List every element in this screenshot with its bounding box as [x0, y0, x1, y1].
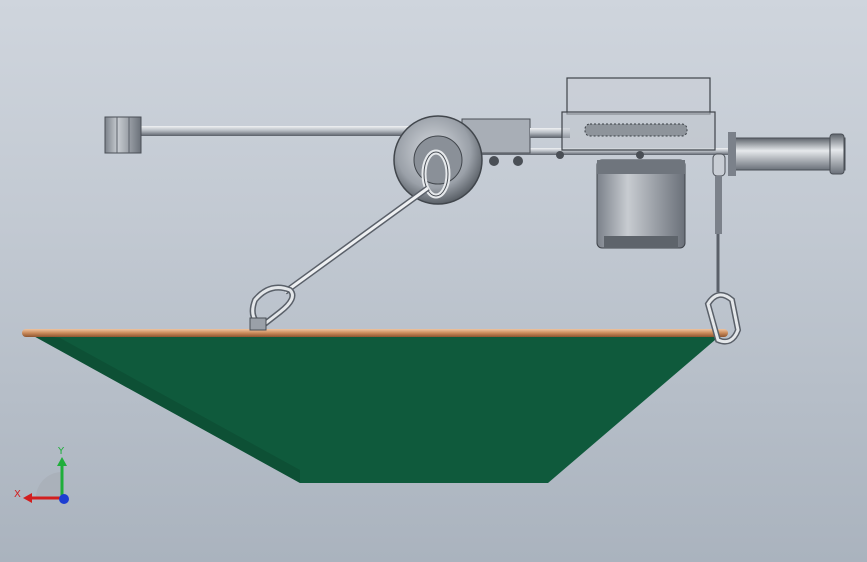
arm-rod	[140, 126, 430, 136]
left-carabiner[interactable]	[249, 284, 296, 331]
right-carabiner[interactable]	[704, 291, 742, 345]
motor-housing[interactable]	[561, 77, 716, 249]
net-rim-rod	[22, 329, 728, 337]
triad-y-label: Y	[57, 446, 65, 457]
pulley-wheel[interactable]	[393, 115, 483, 205]
counterweight-arm[interactable]	[104, 116, 430, 154]
net-shade	[30, 334, 300, 483]
vertical-hanger	[712, 153, 726, 292]
landing-net[interactable]	[22, 329, 728, 483]
coordinate-triad-icon: Y X	[14, 446, 69, 504]
support-cable	[283, 185, 430, 295]
net-mesh	[30, 334, 722, 483]
handle-cylinder[interactable]	[728, 132, 846, 176]
triad-x-label: X	[14, 489, 21, 500]
gear-ring	[584, 123, 688, 137]
counterweight-block	[104, 116, 142, 154]
